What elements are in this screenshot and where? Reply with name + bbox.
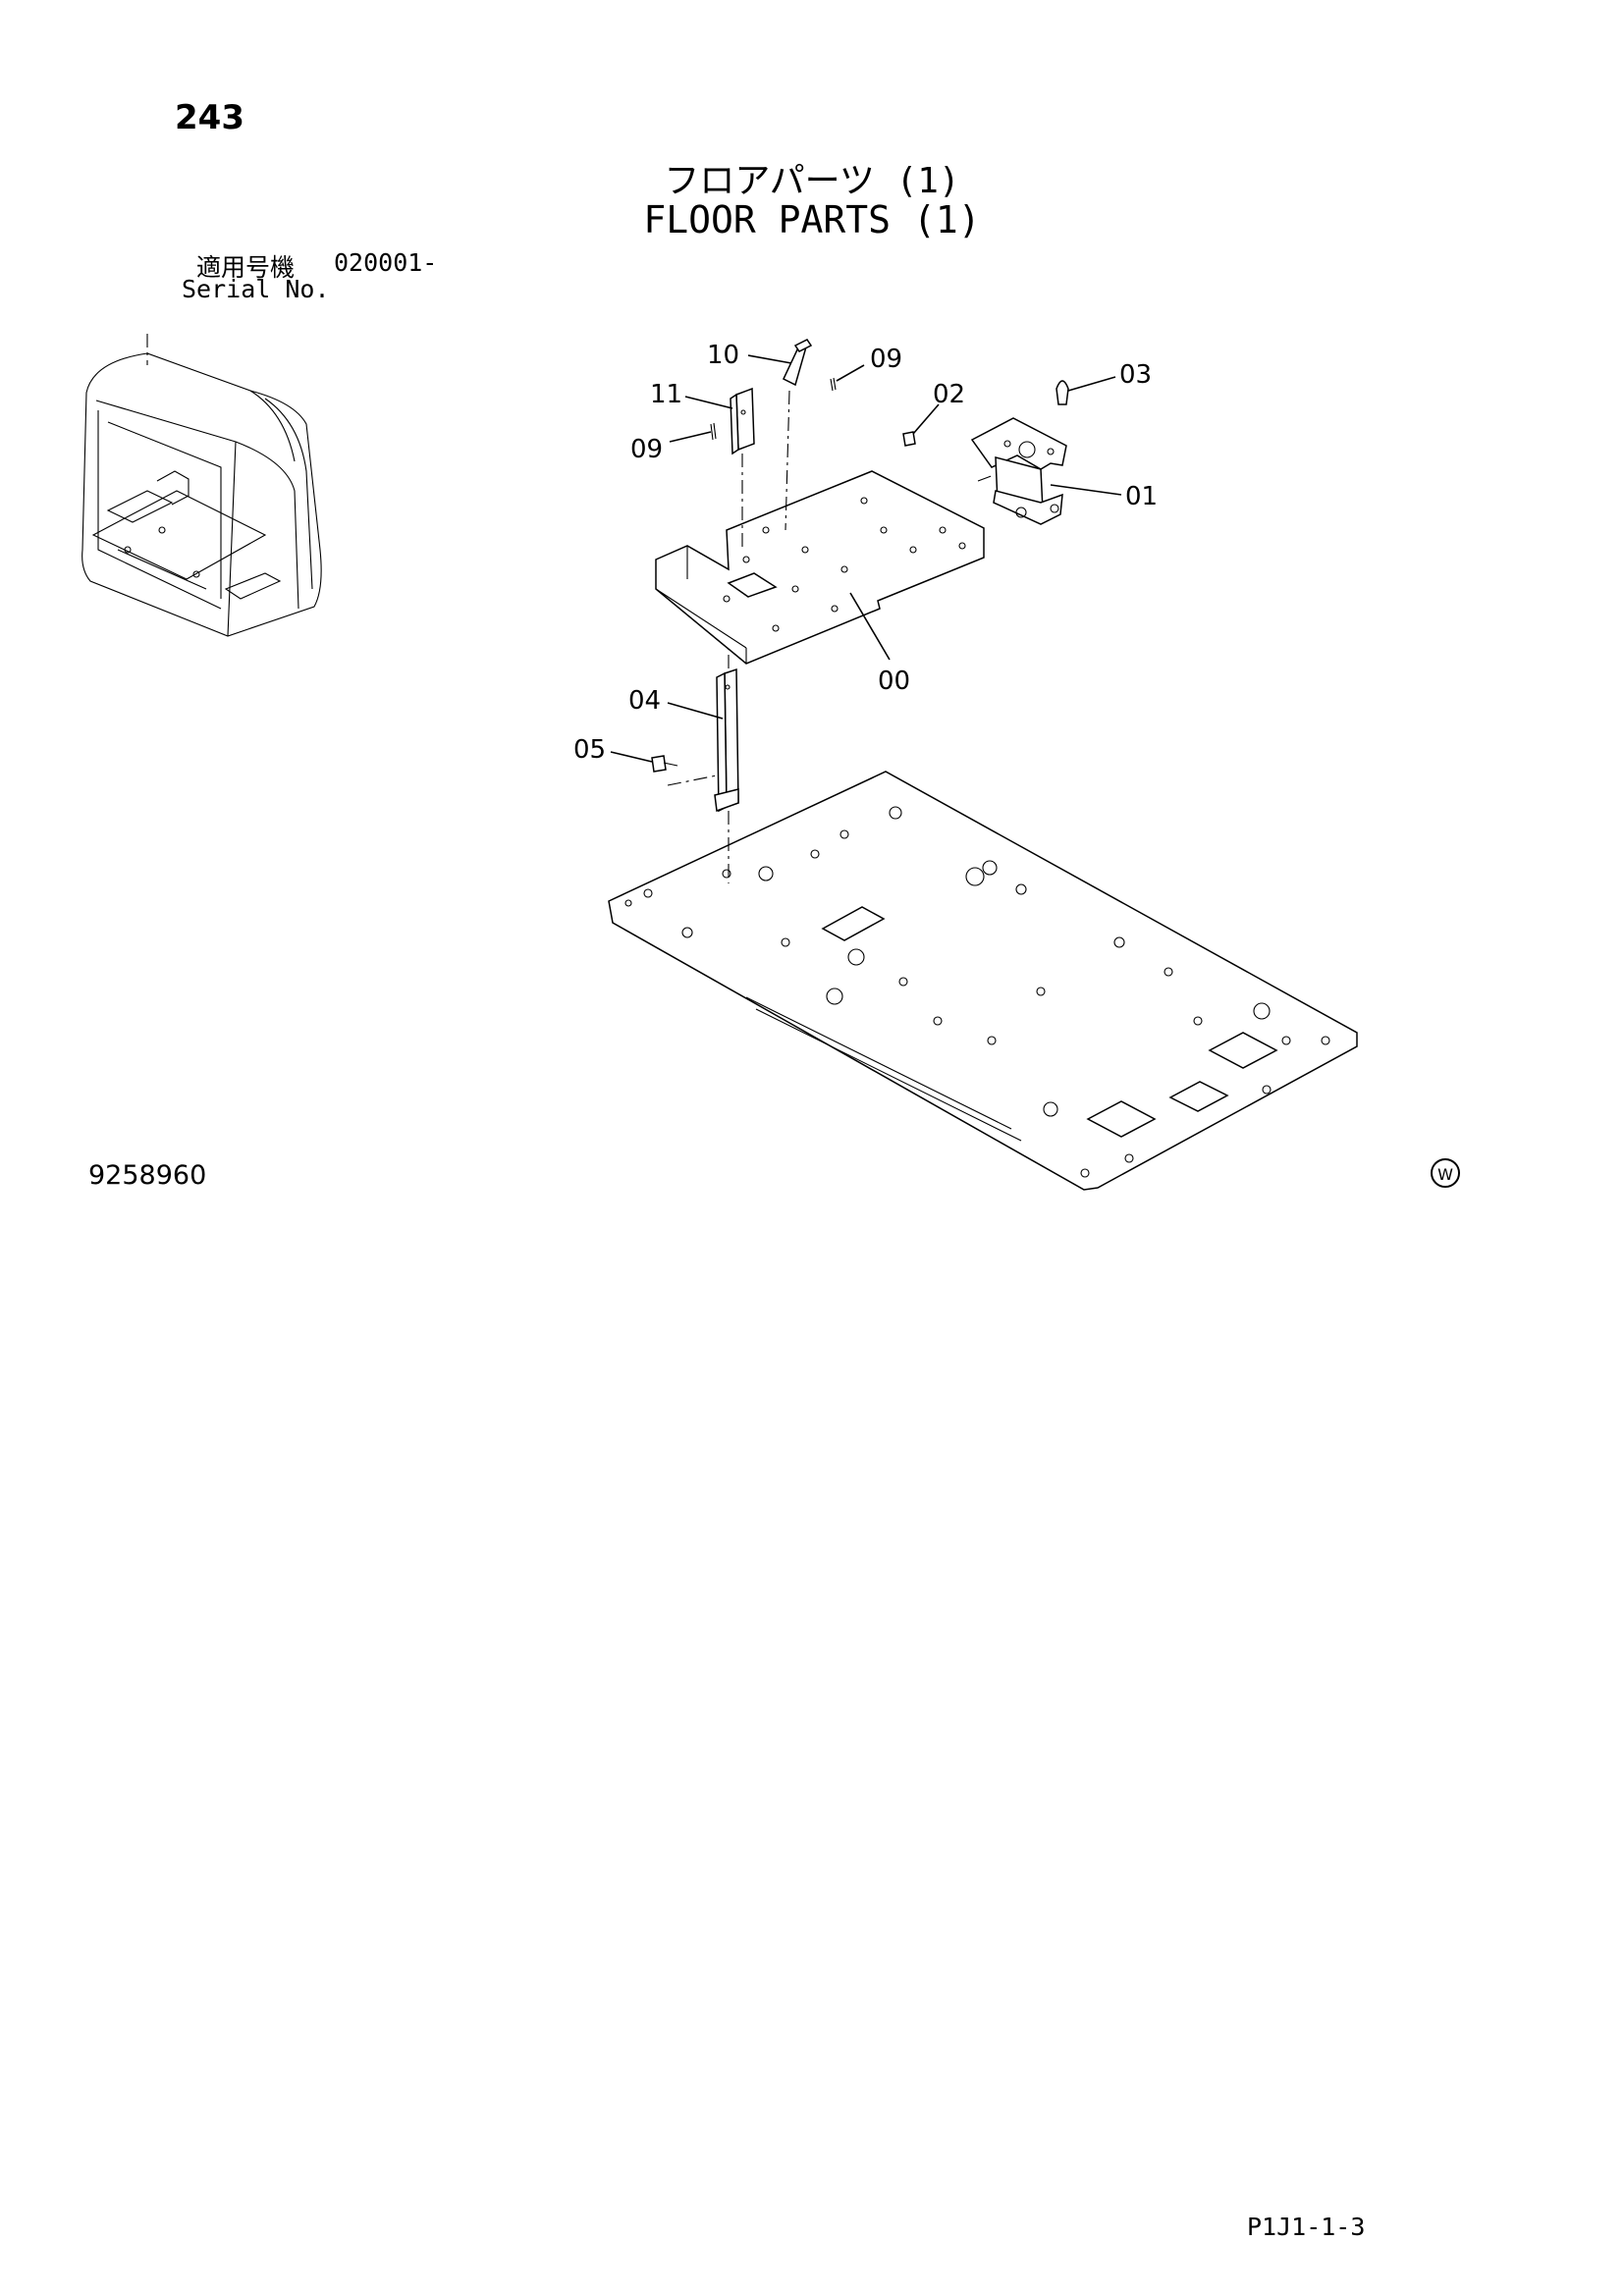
cab-location-thumbnail — [81, 334, 322, 637]
serial-label-japanese: 適用号機 — [196, 253, 296, 282]
leader-09a — [836, 364, 865, 382]
part-02-bolt — [902, 431, 916, 447]
part-05-bolt — [651, 755, 718, 786]
part-01-mounting-bracket — [970, 417, 1067, 525]
part-04-stay — [714, 628, 739, 813]
footer-code: P1J1-1-3 — [1247, 2213, 1366, 2241]
callout-09: 09 — [870, 345, 902, 374]
part-09-upper-pin — [830, 377, 837, 392]
leader-09b — [669, 431, 712, 443]
serial-label: Serial No. — [182, 275, 330, 303]
callout-04: 04 — [628, 686, 661, 716]
callout-01: 01 — [1125, 482, 1158, 511]
callout-10: 10 — [707, 341, 739, 370]
leader-05 — [610, 751, 653, 763]
leader-01 — [1050, 484, 1122, 496]
diagram-code: 9258960 — [88, 1160, 207, 1191]
leader-10 — [747, 354, 792, 364]
callout-05: 05 — [573, 735, 606, 765]
callout-02: 02 — [933, 380, 965, 409]
leader-02 — [912, 403, 940, 435]
part-10-upper-bracket — [783, 339, 813, 531]
callout-11: 11 — [650, 380, 682, 409]
page-number: 243 — [175, 98, 244, 137]
part-11-support — [730, 387, 755, 550]
part-03-clip — [1056, 380, 1069, 405]
callout-00: 00 — [878, 667, 910, 696]
page-title: FLOOR PARTS (1) — [643, 198, 981, 241]
leader-00 — [849, 592, 891, 661]
leader-11 — [684, 396, 733, 409]
serial-number-value: 020001- — [334, 248, 438, 277]
floor-plate — [608, 771, 1358, 1191]
leader-04 — [667, 702, 724, 720]
leader-03 — [1067, 376, 1116, 392]
page-title-japanese: フロアパーツ (1) — [664, 161, 960, 201]
callout-03: 03 — [1119, 360, 1152, 390]
part-09-lower-pin — [710, 422, 717, 441]
callout-09-lower: 09 — [630, 435, 663, 464]
reference-mark-icon: W — [1431, 1158, 1460, 1188]
part-00-bracket-plate — [655, 470, 985, 665]
